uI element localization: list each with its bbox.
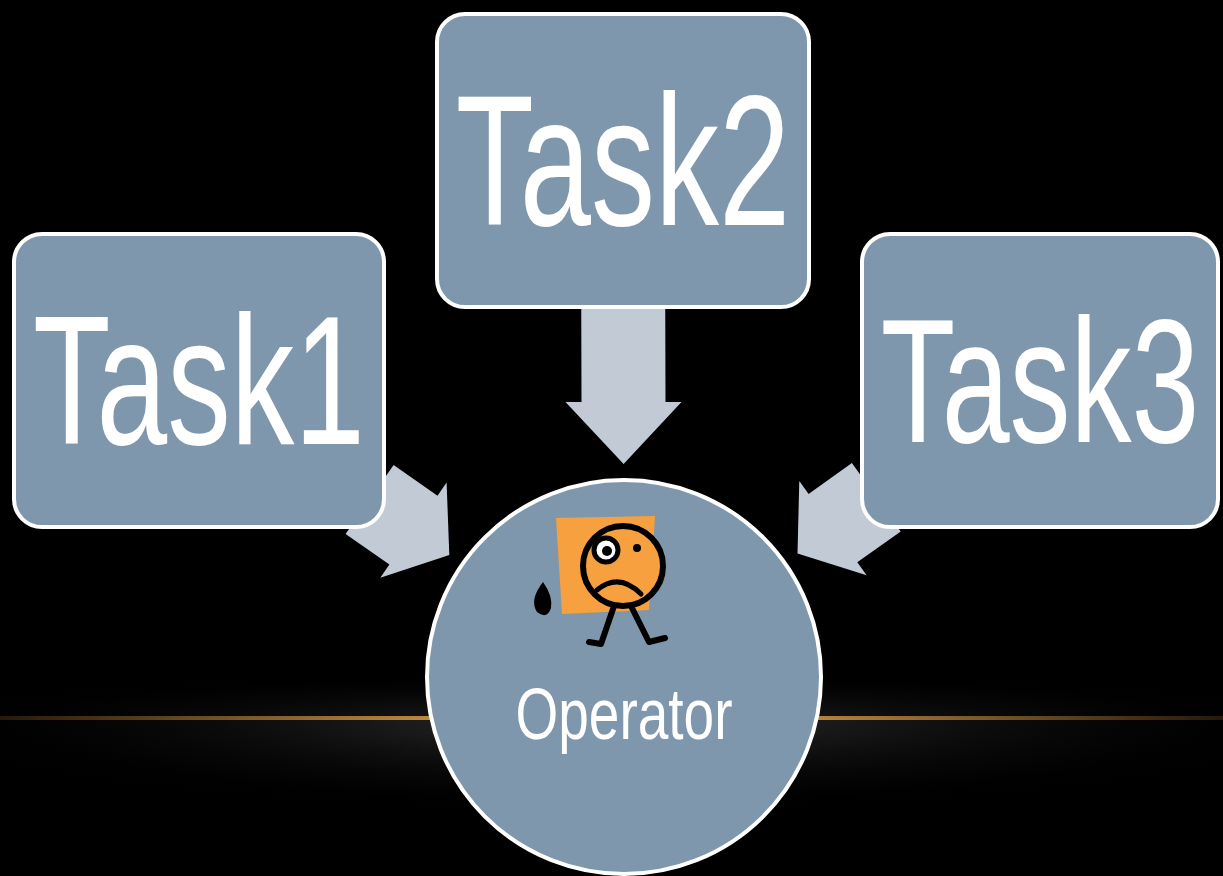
task-box: Task2	[435, 12, 811, 309]
task-label: Task1	[33, 288, 365, 472]
operator-circle: Operator	[425, 478, 823, 876]
block-arrow	[566, 289, 682, 464]
task-box: Task3	[860, 232, 1220, 529]
role-label: Operator	[429, 679, 819, 751]
task-label: Task2	[456, 68, 790, 254]
task-label: Task3	[881, 292, 1200, 469]
task-box: Task1	[12, 232, 386, 529]
